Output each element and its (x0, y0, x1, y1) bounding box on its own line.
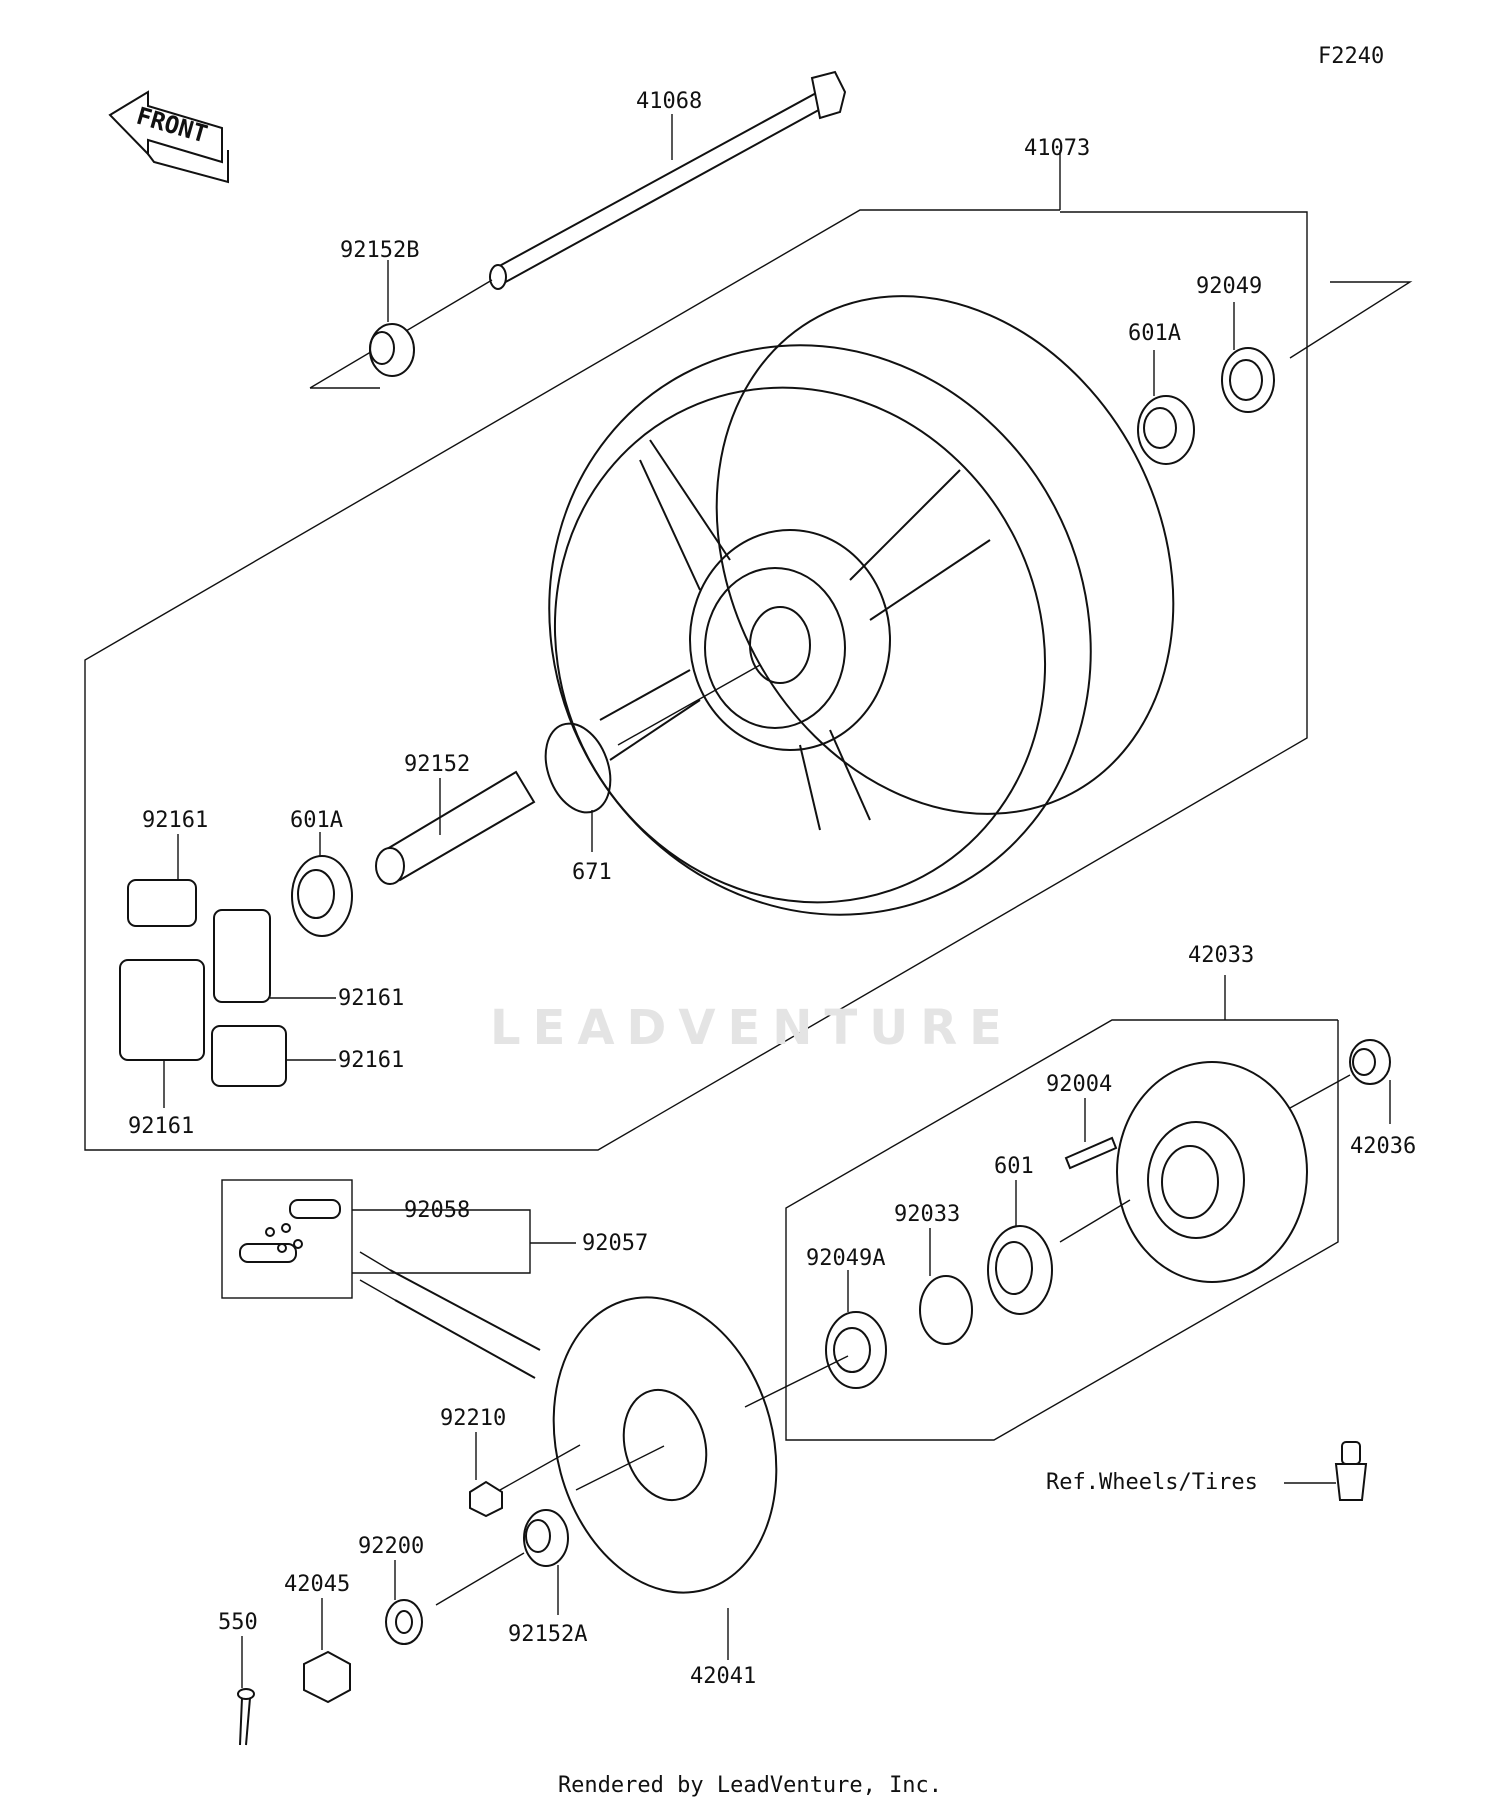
part-label-601a-left: 601A (290, 808, 343, 833)
oil-seal-92049a (825, 1311, 887, 1389)
footer-credit: Rendered by LeadVenture, Inc. (557, 1773, 943, 1798)
front-direction-arrow: FRONT (108, 90, 229, 184)
sprocket-42041 (552, 1296, 849, 1660)
wheel-group-outline (84, 209, 1308, 1151)
part-label-92049: 92049 (1196, 274, 1263, 299)
circlip-92033 (919, 1275, 973, 1345)
cotter-pin-550 (237, 1636, 255, 1746)
part-label-41068: 41068 (636, 89, 703, 114)
part-label-42033: 42033 (1188, 943, 1255, 968)
collar-42036 (1349, 1039, 1391, 1085)
bearing-601 (987, 1225, 1053, 1315)
part-label-42041: 42041 (690, 1664, 757, 1689)
watermark: LEADVENTURE (490, 1000, 1014, 1056)
part-label-42045: 42045 (284, 1572, 351, 1597)
part-label-92161-bottom: 92161 (128, 1114, 195, 1139)
part-label-601a-right: 601A (1128, 321, 1181, 346)
valve-stem-icon (1284, 1441, 1368, 1501)
stud-92004 (1064, 1136, 1118, 1170)
part-label-550: 550 (218, 1610, 258, 1635)
axle-nut-42045 (303, 1650, 351, 1704)
part-label-92057: 92057 (582, 1231, 649, 1256)
part-label-92161-mid: 92161 (338, 986, 405, 1011)
part-label-92161-lower: 92161 (338, 1048, 405, 1073)
part-label-671: 671 (572, 860, 612, 885)
chain-link-92058 (239, 1199, 341, 1263)
part-label-92152: 92152 (404, 752, 471, 777)
collar-92152 (375, 770, 536, 885)
reference-label: Ref.Wheels/Tires (1046, 1470, 1258, 1495)
part-label-601: 601 (994, 1154, 1034, 1179)
part-label-92161-top: 92161 (142, 808, 209, 833)
part-label-92004: 92004 (1046, 1072, 1113, 1097)
part-label-42036: 42036 (1350, 1134, 1417, 1159)
dampers-92161 (119, 834, 336, 1108)
nut-92210 (469, 1480, 503, 1518)
chain-link-box (221, 1179, 353, 1299)
bearing-601a-left (291, 855, 353, 937)
diagram-code: F2240 (1318, 44, 1385, 69)
part-label-92033: 92033 (894, 1202, 961, 1227)
part-label-92058: 92058 (404, 1198, 471, 1223)
coupling-group-outline (785, 1019, 1339, 1441)
coupling-42033 (1059, 1061, 1351, 1283)
o-ring-671 (544, 722, 612, 814)
collar-92152a (523, 1509, 569, 1567)
part-label-92200: 92200 (358, 1534, 425, 1559)
part-label-92049a: 92049A (806, 1246, 886, 1271)
part-label-92152a: 92152A (508, 1622, 588, 1647)
chain-92057 (359, 1251, 541, 1379)
part-label-92152b: 92152B (340, 238, 420, 263)
rear-wheel (548, 295, 1175, 916)
axle-part (309, 70, 847, 389)
part-label-41073: 41073 (1024, 136, 1091, 161)
bearing-601a-right (1137, 395, 1195, 465)
part-label-92210: 92210 (440, 1406, 507, 1431)
washer-92200 (385, 1599, 423, 1645)
collar-92152b (369, 260, 415, 377)
